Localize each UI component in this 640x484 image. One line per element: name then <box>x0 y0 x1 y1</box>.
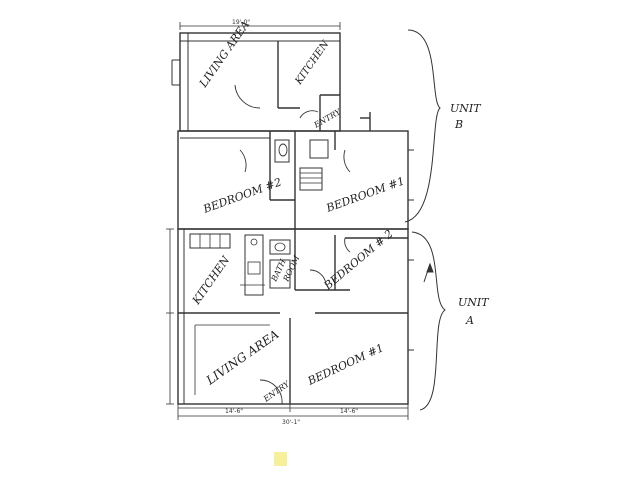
unit-a-outer-walls <box>177 228 409 405</box>
unit-b-label-line1: UNIT <box>450 102 482 115</box>
top-width-dimension: 19'-0" <box>232 19 250 26</box>
unit-a-bedroom-1-label: BEDROOM #1 <box>305 341 386 388</box>
unit-a-label-line2: A <box>465 314 474 327</box>
total-width-dimension: 30'-1" <box>282 419 300 426</box>
bottom-dimension-lines <box>177 404 409 420</box>
unit-b-label-line2: B <box>454 118 463 131</box>
entry-door-swing <box>259 379 283 405</box>
sticky-note <box>274 452 287 466</box>
north-arrow-icon <box>423 262 434 283</box>
bottom-right-dimension: 14'-6" <box>340 408 358 415</box>
unit-b-lower-walls <box>177 130 409 230</box>
kitchen-counter <box>244 234 264 296</box>
unit-b-bedroom-2-label: BEDROOM #2 <box>201 175 284 216</box>
bottom-left-dimension: 14'-6" <box>225 408 243 415</box>
unit-b-bracket <box>404 29 441 223</box>
bedroom-2-door-swing <box>239 149 247 173</box>
unit-a-bedroom-2-label: BEDROOM # 2 <box>321 227 396 293</box>
unit-a-plan <box>177 228 414 405</box>
unit-a-living-area-label: LIVING AREA <box>203 327 282 388</box>
unit-a-kitchen-label: KITCHEN <box>189 253 232 307</box>
unit-b-plan <box>171 32 414 230</box>
left-dimension-marks <box>166 228 174 405</box>
unit-b-living-area-label: LIVING AREA <box>196 18 252 90</box>
top-dimension <box>179 22 341 30</box>
unit-a-label-line1: UNIT <box>458 296 490 309</box>
bedroom-1-door-swing <box>343 149 351 173</box>
unit-b-kitchen-label: KITCHEN <box>293 38 332 88</box>
unit-b-bedroom-1-label: BEDROOM #1 <box>324 174 407 215</box>
unit-a-bracket <box>411 231 446 411</box>
unit-a-entry-label: ENTRY <box>261 379 292 404</box>
unit-b-entry-label: ENTRY <box>312 107 343 130</box>
